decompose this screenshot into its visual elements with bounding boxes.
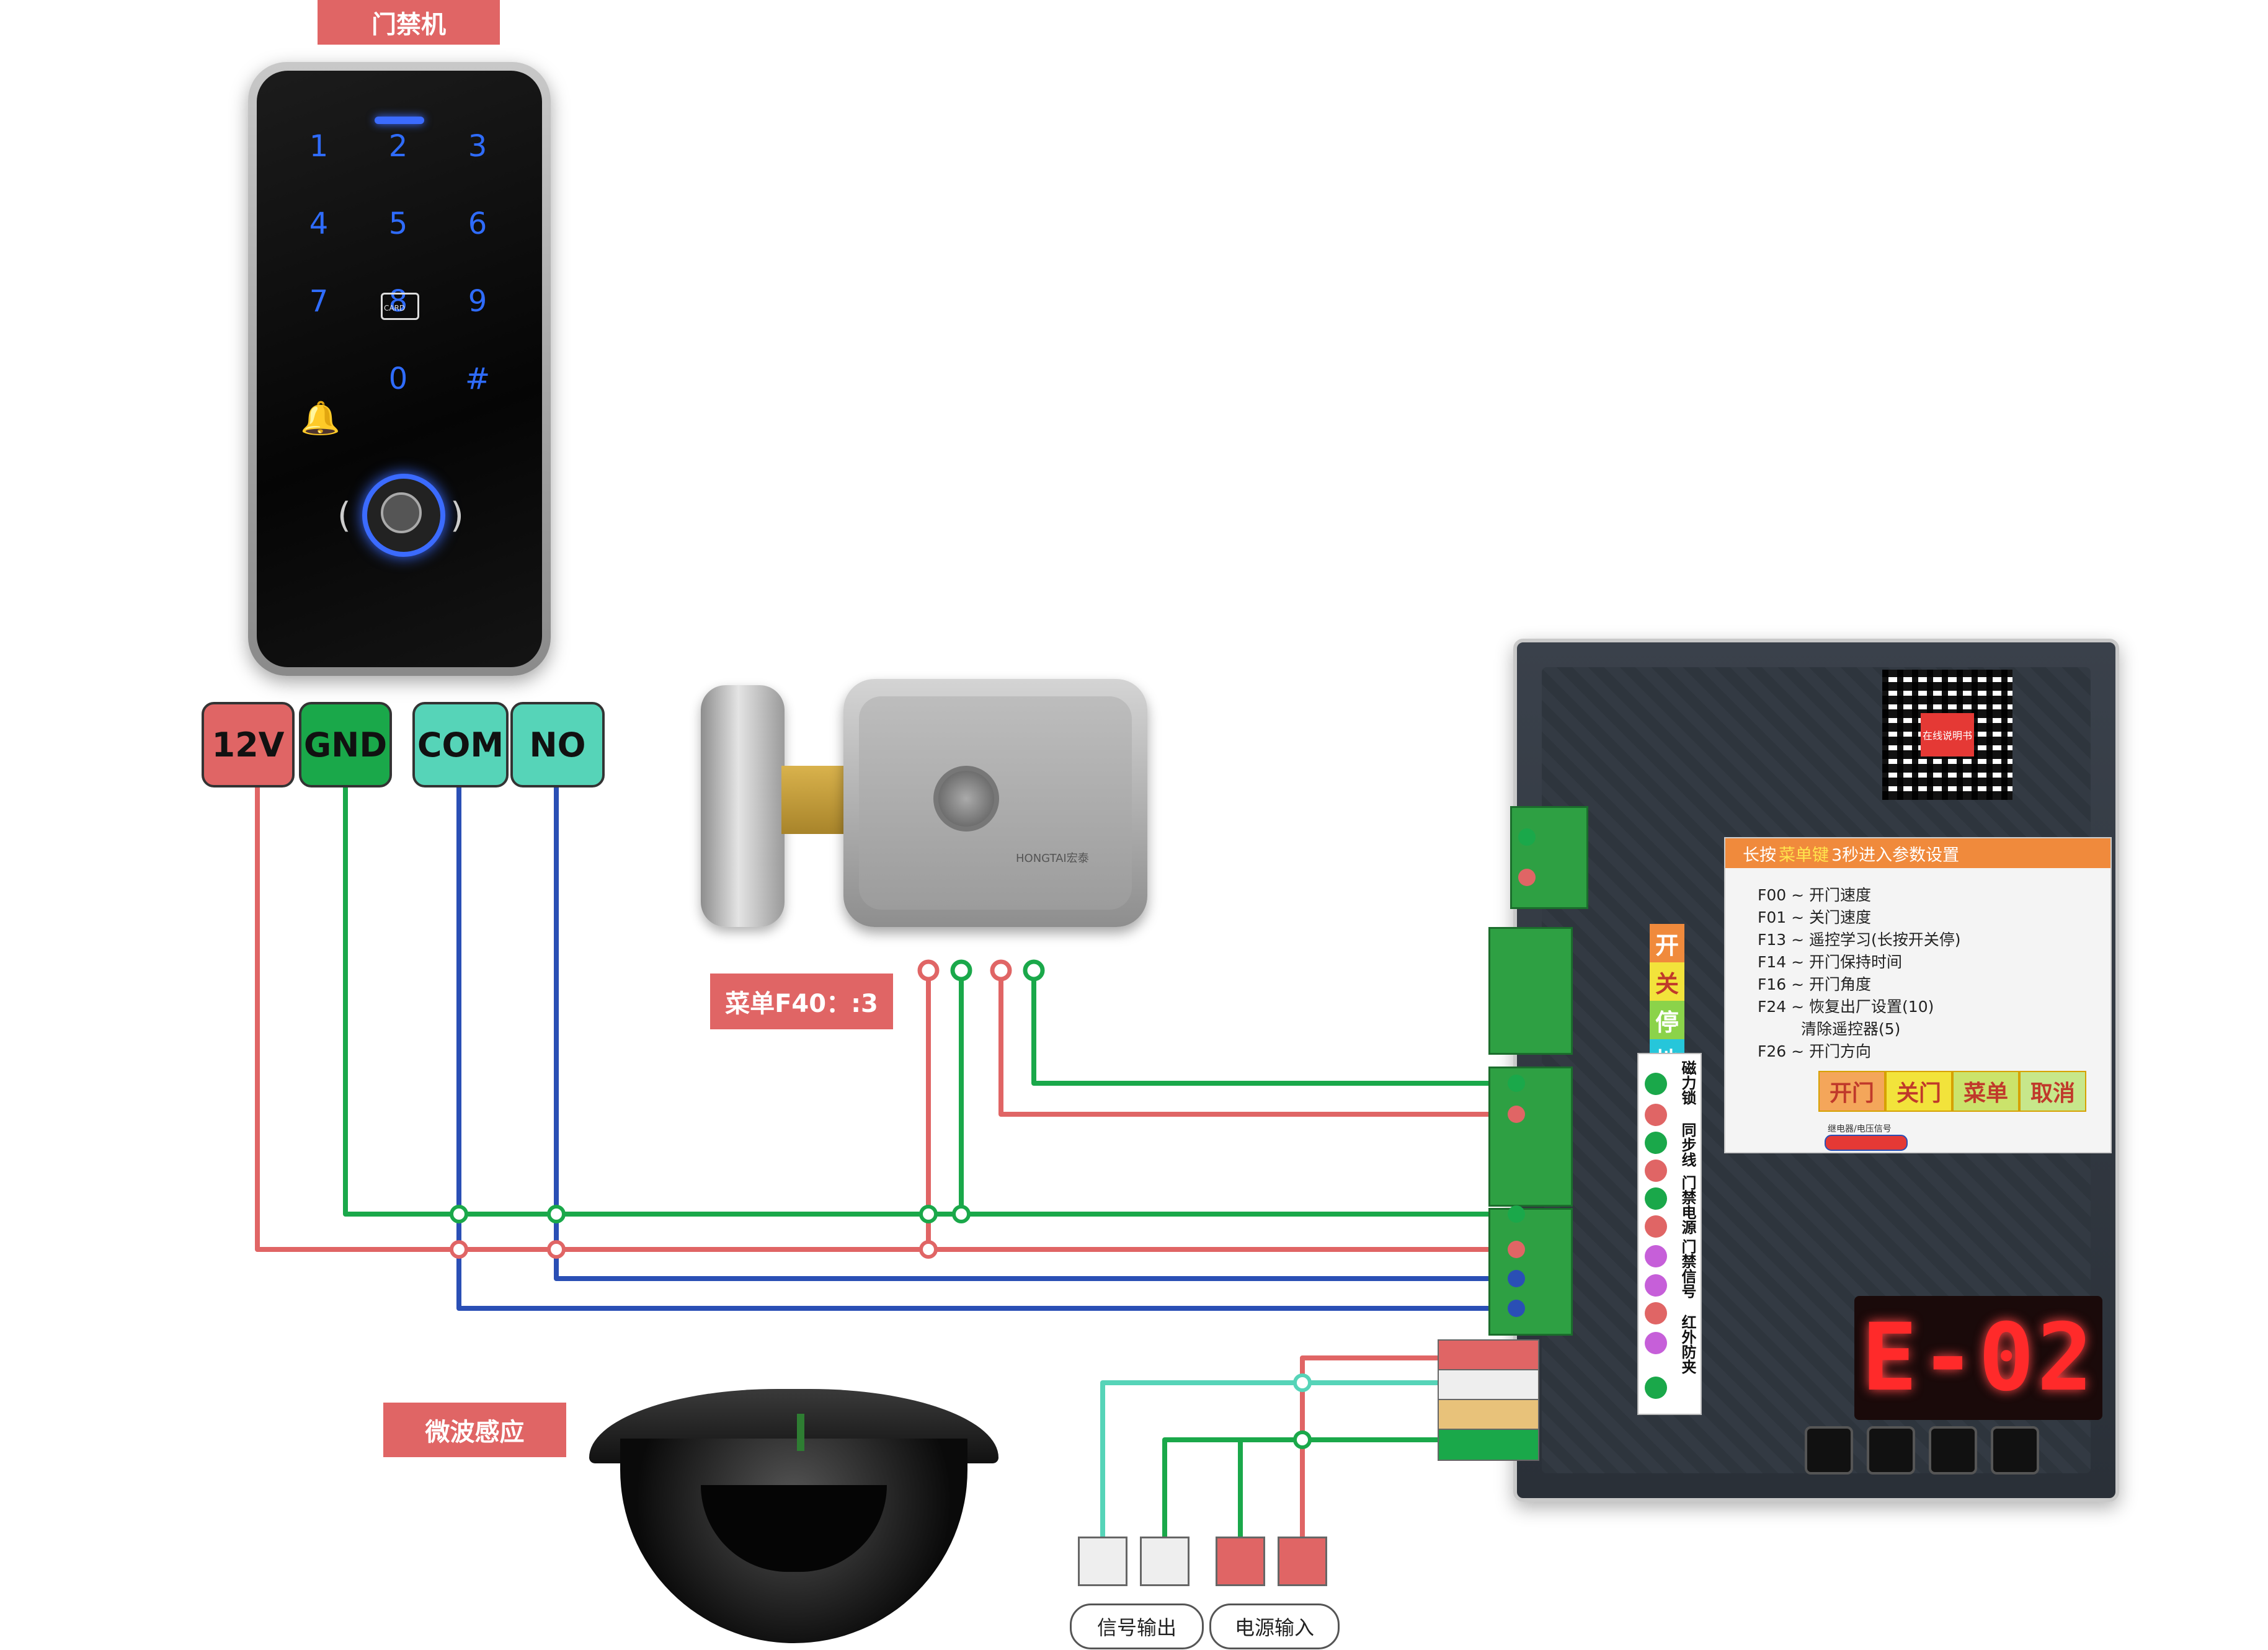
side-legend: 磁力锁 同步线 门禁电源 门禁信号 红外防夹 <box>1637 1053 1702 1415</box>
side-label-infrared: 红外防夹 <box>1679 1315 1696 1374</box>
wire-power-red <box>1300 1355 1441 1539</box>
wire-com <box>456 782 1503 1311</box>
terminal-com: COM <box>412 702 509 787</box>
power-in-terminal-2 <box>1278 1537 1327 1586</box>
menu-line-f16: F16 ~ 开门角度 <box>1758 975 1872 993</box>
card-label: CARD <box>384 304 406 313</box>
fingerprint-sensor[interactable] <box>362 474 445 557</box>
keypad-key[interactable]: 2 <box>388 129 408 164</box>
menu-line-f24: F24 ~ 恢复出厂设置(10) <box>1758 998 1934 1016</box>
keypad-key[interactable]: 7 <box>309 284 329 319</box>
terminal-gnd: GND <box>299 702 392 787</box>
terminal-block-top <box>1510 806 1588 909</box>
electric-lock: HONGTAI宏泰 <box>701 679 1147 927</box>
fingerprint-bracket-right: ) <box>450 495 464 536</box>
microwave-sensor <box>589 1389 998 1643</box>
strip-stop: 停 <box>1650 1001 1684 1039</box>
keypad-indicator <box>375 117 424 124</box>
keypad-device: 1 2 3 4 5 6 7 8 9 0 # CARD 🔔 ( ) <box>248 62 551 676</box>
led-display-text: E-02 <box>1861 1304 2096 1412</box>
board-pushbutton-1[interactable] <box>1805 1426 1853 1475</box>
menu-line-f00: F00 ~ 开门速度 <box>1758 886 1872 904</box>
side-label-access-signal: 门禁信号 <box>1679 1239 1696 1298</box>
strip-open: 开 <box>1650 924 1684 962</box>
strip-close: 关 <box>1650 962 1684 1001</box>
signal-out-terminal-2 <box>1140 1537 1190 1586</box>
board-button-row: 开门 关门 菜单 取消 <box>1818 1071 2086 1112</box>
open-door-button[interactable]: 开门 <box>1818 1071 1885 1112</box>
menu-line-f14: F14 ~ 开门保持时间 <box>1758 953 1903 971</box>
card-icon <box>381 293 419 320</box>
settings-panel: 长按 菜单键 3秒进入参数设置 F00 ~ 开门速度 F01 ~ 关门速度 F1… <box>1724 837 2112 1153</box>
keypad-key[interactable]: 1 <box>309 129 329 164</box>
wire-signal-green <box>1162 1437 1441 1539</box>
qr-code[interactable]: 在线说明书 <box>1882 670 2012 800</box>
menu-line-f01: F01 ~ 关门速度 <box>1758 908 1872 926</box>
keypad-key[interactable]: # <box>465 361 491 396</box>
side-label-sync: 同步线 <box>1679 1122 1696 1167</box>
cancel-button[interactable]: 取消 <box>2019 1071 2086 1112</box>
sensor-led <box>797 1414 804 1451</box>
keypad-key[interactable]: 9 <box>468 284 487 319</box>
keypad-key[interactable]: 3 <box>468 129 487 164</box>
menu-button[interactable]: 菜单 <box>1952 1071 2019 1112</box>
fingerprint-bracket-left: ( <box>337 495 351 536</box>
relay-switch[interactable] <box>1825 1135 1908 1151</box>
board-pushbutton-3[interactable] <box>1929 1426 1977 1475</box>
wire-12v <box>255 782 1503 1252</box>
access-controller-label: 门禁机 <box>318 0 500 45</box>
microwave-label: 微波感应 <box>383 1403 566 1457</box>
signal-out-terminal-1 <box>1078 1537 1127 1586</box>
connector-block <box>1438 1339 1539 1463</box>
wire-lock-green-2 <box>1031 968 1503 1086</box>
lock-brand: HONGTAI宏泰 <box>1016 852 1089 865</box>
keypad-face: 1 2 3 4 5 6 7 8 9 0 # CARD 🔔 ( ) <box>257 71 542 667</box>
keypad-key[interactable]: 8 <box>388 284 408 319</box>
side-label-access-power: 门禁电源 <box>1679 1175 1696 1235</box>
qr-label: 在线说明书 <box>1921 713 1974 756</box>
keypad-key[interactable]: 6 <box>468 206 487 241</box>
lock-keyhole <box>933 766 999 832</box>
terminal-block-1 <box>1488 927 1573 1055</box>
power-in-label: 电源输入 <box>1209 1603 1340 1649</box>
terminal-no: NO <box>510 702 605 787</box>
keypad-key[interactable]: 4 <box>309 206 329 241</box>
wire-no <box>554 782 1503 1281</box>
side-label-maglock: 磁力锁 <box>1679 1060 1696 1105</box>
terminal-block-3 <box>1488 1208 1573 1336</box>
board-pushbutton-2[interactable] <box>1867 1426 1915 1475</box>
lock-body: HONGTAI宏泰 <box>843 679 1147 927</box>
board-pushbutton-4[interactable] <box>1991 1426 2039 1475</box>
relay-label: 继电器/电压信号 <box>1828 1124 1892 1134</box>
wire-gnd <box>343 782 1503 1217</box>
keypad-key[interactable]: 0 <box>388 361 408 396</box>
terminal-12v: 12V <box>202 702 295 787</box>
menu-line-f13: F13 ~ 遥控学习(长按开关停) <box>1758 931 1961 949</box>
bell-icon[interactable]: 🔔 <box>300 400 340 437</box>
menu-line-f26: F26 ~ 开门方向 <box>1758 1042 1872 1060</box>
power-in-terminal-1 <box>1216 1537 1265 1586</box>
keypad-key[interactable]: 5 <box>388 206 408 241</box>
lock-keeper <box>701 685 785 927</box>
menu-line-clear-remote: 清除遥控器(5) <box>1801 1020 1901 1038</box>
wire-lock-red-2 <box>998 968 1503 1117</box>
signal-out-label: 信号输出 <box>1070 1603 1204 1649</box>
menu-f40-label: 菜单F40：:3 <box>710 974 893 1029</box>
terminal-block-2 <box>1488 1067 1573 1207</box>
settings-panel-title: 长按 菜单键 3秒进入参数设置 <box>1725 838 2110 868</box>
led-display: E-02 <box>1854 1296 2102 1420</box>
close-door-button[interactable]: 关门 <box>1885 1071 1952 1112</box>
wire-signal-teal <box>1100 1380 1441 1539</box>
